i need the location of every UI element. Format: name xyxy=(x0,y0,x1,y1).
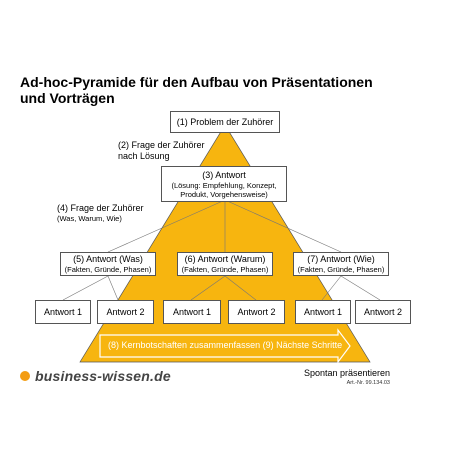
node-antwort-1-was-label: Antwort 1 xyxy=(43,306,83,317)
node-antwort-2-warum-label: Antwort 2 xyxy=(237,306,276,317)
node-antwort-1-warum-label: Antwort 1 xyxy=(172,306,212,317)
node-wie-label: (7) Antwort (Wie) xyxy=(307,254,375,264)
node-was-sub: (Fakten, Gründe, Phasen) xyxy=(64,265,152,274)
logo[interactable]: business-wissen.de xyxy=(20,368,171,384)
connector-line xyxy=(107,275,119,301)
label-frage: (2) Frage der Zuhörer nach Lösung xyxy=(118,140,205,162)
label-frage2-line1: (4) Frage der Zuhörer xyxy=(57,203,144,213)
label-frage2-sub: (Was, Warum, Wie) xyxy=(57,214,122,223)
node-antwort-1-wie-label: Antwort 1 xyxy=(303,306,343,317)
label-frage2: (4) Frage der Zuhörer (Was, Warum, Wie) xyxy=(57,203,144,223)
node-antwort-1-warum: Antwort 1 xyxy=(163,300,221,324)
summary-arrow xyxy=(99,328,351,364)
node-antwort-2-was: Antwort 2 xyxy=(97,300,154,324)
node-antwort-1-wie: Antwort 1 xyxy=(295,300,351,324)
node-problem-label: (1) Problem der Zuhörer xyxy=(176,116,274,127)
connector-line xyxy=(224,199,342,253)
logo-dot-icon xyxy=(20,371,30,381)
node-antwort-2-wie-label: Antwort 2 xyxy=(363,306,403,317)
footer-title: Spontan präsentieren xyxy=(303,368,390,378)
connector-line xyxy=(224,275,257,301)
node-wie: (7) Antwort (Wie) (Fakten, Gründe, Phase… xyxy=(293,252,389,276)
node-antwort-2-wie: Antwort 2 xyxy=(355,300,411,324)
node-warum: (6) Antwort (Warum) (Fakten, Gründe, Pha… xyxy=(177,252,273,276)
node-warum-sub: (Fakten, Gründe, Phasen) xyxy=(181,265,269,274)
node-antwort-main: (3) Antwort (Lösung: Empfehlung, Konzept… xyxy=(161,166,287,202)
connector-line xyxy=(62,275,109,301)
connector-line xyxy=(340,275,381,301)
node-problem: (1) Problem der Zuhörer xyxy=(170,111,280,133)
label-frage-line1: (2) Frage der Zuhörer xyxy=(118,140,205,150)
connector-line xyxy=(190,275,226,301)
node-antwort-2-warum: Antwort 2 xyxy=(228,300,285,324)
node-was-label: (5) Antwort (Was) xyxy=(73,254,143,264)
node-wie-sub: (Fakten, Gründe, Phasen) xyxy=(297,265,385,274)
node-antwort-main-label: (3) Antwort xyxy=(202,169,246,180)
connector-line xyxy=(107,199,226,253)
connector-line xyxy=(321,275,342,301)
node-was: (5) Antwort (Was) (Fakten, Gründe, Phase… xyxy=(60,252,156,276)
logo-text: business-wissen.de xyxy=(35,368,171,384)
diagram-title: Ad-hoc-Pyramide für den Aufbau von Präse… xyxy=(20,74,373,106)
label-frage-line2: nach Lösung xyxy=(118,151,170,161)
node-warum-label: (6) Antwort (Warum) xyxy=(184,254,266,264)
node-antwort-2-was-label: Antwort 2 xyxy=(106,306,145,317)
summary-arrow-label: (8) Kernbotschaften zusammenfassen (9) N… xyxy=(108,340,343,350)
node-antwort-1-was: Antwort 1 xyxy=(35,300,91,324)
node-antwort-main-sub: (Lösung: Empfehlung, Konzept, Produkt, V… xyxy=(171,180,277,199)
footer-article-number: Art.-Nr. 99.134.03 xyxy=(346,380,390,386)
